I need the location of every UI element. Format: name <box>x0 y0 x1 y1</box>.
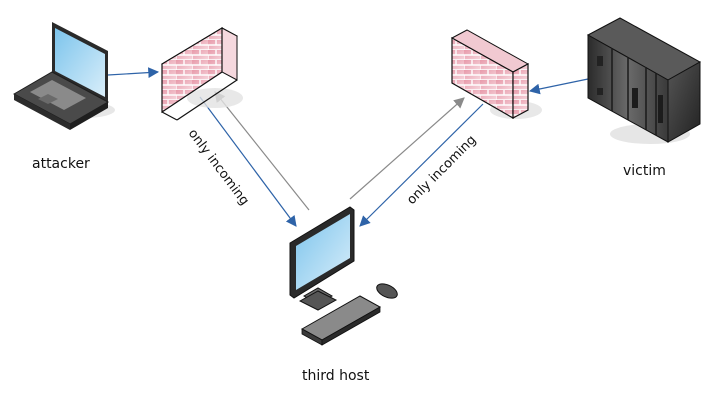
edge-third-host-to-firewall-left <box>214 91 310 211</box>
firewall-right-icon[interactable] <box>450 29 542 120</box>
edge-firewall-right-to-third-host <box>359 103 484 227</box>
third-host-desktop-icon[interactable] <box>289 206 400 346</box>
edge-victim-to-firewall-right <box>528 78 589 95</box>
attacker-laptop-icon[interactable] <box>12 22 115 130</box>
edges <box>107 67 589 227</box>
third-host-label: third host <box>302 368 370 384</box>
edge-label-left: only incoming <box>185 126 252 208</box>
victim-server-icon[interactable] <box>586 17 702 144</box>
victim-label: victim <box>623 163 666 179</box>
edge-third-host-to-firewall-right <box>349 97 465 200</box>
firewall-left-icon[interactable] <box>160 26 243 121</box>
attacker-label: attacker <box>32 156 90 172</box>
edge-firewall-left-to-third-host <box>199 96 297 227</box>
edge-attacker-to-firewall-left <box>107 67 160 78</box>
